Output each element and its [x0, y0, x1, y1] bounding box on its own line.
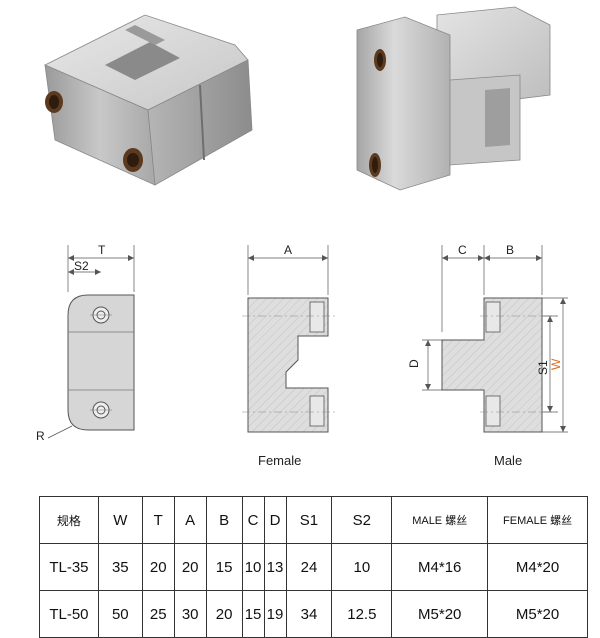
header-cell: FEMALE 螺丝 [487, 496, 588, 544]
table-cell: 10 [241, 543, 265, 591]
table-cell: 15 [205, 543, 243, 591]
dim-c-label: C [458, 243, 467, 257]
table-cell: TL-50 [39, 590, 99, 638]
table-cell: 10 [331, 543, 393, 591]
header-cell: C [241, 496, 265, 544]
header-cell: B [205, 496, 243, 544]
dim-d-label: D [407, 359, 421, 368]
female-drawing: A [242, 243, 336, 433]
dim-b-label: B [506, 243, 514, 257]
female-block-photo [44, 14, 253, 186]
dim-s1-label: S1 [536, 360, 550, 375]
female-caption: Female [258, 453, 302, 468]
dim-w-label: W [549, 358, 563, 370]
header-cell: S2 [331, 496, 393, 544]
table-cell: 20 [205, 590, 243, 638]
table-cell: 50 [97, 590, 143, 638]
header-cell: MALE 螺丝 [391, 496, 489, 544]
table-cell: TL-35 [39, 543, 99, 591]
header-cell: A [173, 496, 207, 544]
table-header-row: 规格 W T A B C D S1 S2 MALE 螺丝 FEMALE 螺丝 [39, 496, 588, 544]
dim-t-label: T [98, 243, 106, 257]
table-cell: M5*20 [391, 590, 489, 638]
header-cell: T [141, 496, 175, 544]
table-cell: 34 [285, 590, 333, 638]
table-cell: 19 [263, 590, 287, 638]
header-cell: D [263, 496, 287, 544]
table-cell: 12.5 [331, 590, 393, 638]
table-cell: M4*16 [391, 543, 489, 591]
table-cell: 13 [263, 543, 287, 591]
male-block-photo [356, 6, 551, 191]
table-cell: 35 [97, 543, 143, 591]
table-cell: 24 [285, 543, 333, 591]
header-cell: S1 [285, 496, 333, 544]
header-cell: 规格 [39, 496, 99, 544]
male-drawing: C B D S1 W [407, 243, 568, 433]
table-cell: 20 [141, 543, 175, 591]
table-cell: 15 [241, 590, 265, 638]
table-cell: 20 [173, 543, 207, 591]
table-cell: M4*20 [487, 543, 588, 591]
table-cell: 25 [141, 590, 175, 638]
spec-table: 规格 W T A B C D S1 S2 MALE 螺丝 FEMALE 螺丝 T… [39, 496, 588, 638]
dim-r-label: R [36, 429, 45, 443]
header-cell: W [97, 496, 143, 544]
table-cell: M5*20 [487, 590, 588, 638]
side-view-drawing: T S2 R [36, 243, 135, 443]
table-row: TL-35 35 20 20 15 10 13 24 10 M4*16 M4*2… [39, 543, 588, 591]
table-row: TL-50 50 25 30 20 15 19 34 12.5 M5*20 M5… [39, 590, 588, 638]
dim-s2-label: S2 [74, 259, 89, 273]
dim-a-label: A [284, 243, 292, 257]
male-caption: Male [494, 453, 523, 468]
table-cell: 30 [173, 590, 207, 638]
